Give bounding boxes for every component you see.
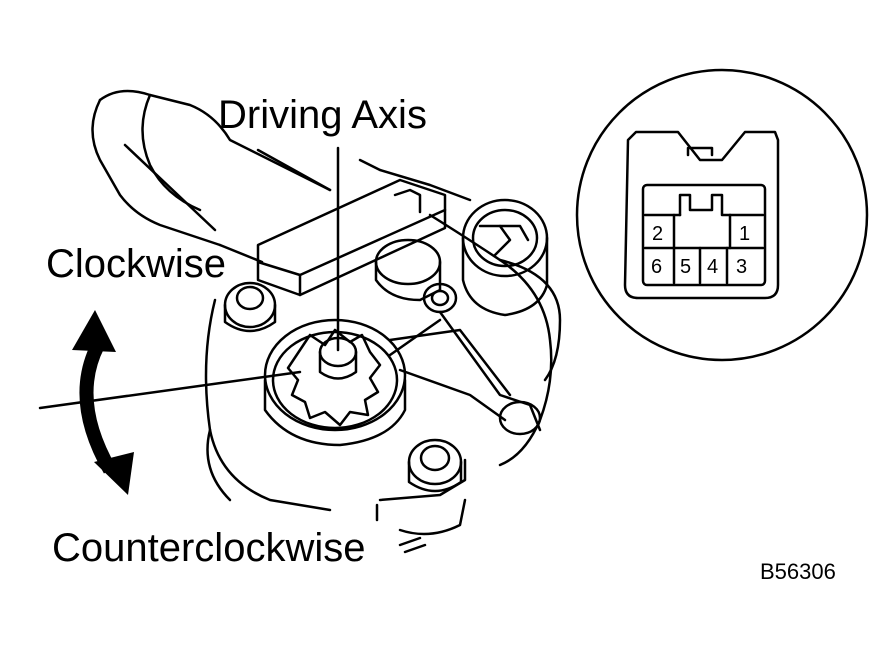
linkage-arm [374,238,542,436]
figure-code: B56306 [760,559,836,584]
hatch-marks [398,536,427,554]
connector-inset [575,68,869,362]
rotation-arrow [72,310,134,495]
pin-label-2: 2 [652,223,663,245]
clockwise-label: Clockwise [46,242,227,286]
connector-pin-labels: 2 1 6 5 4 3 [651,223,750,278]
bolt-bottom [407,438,463,493]
pin-label-1: 1 [739,223,750,245]
motor-body [91,89,332,264]
bolt-top-left [223,281,277,333]
counterclockwise-label: Counterclockwise [52,526,366,570]
pin-label-3: 3 [736,256,747,278]
pin-label-4: 4 [707,256,718,278]
pin-label-6: 6 [651,256,662,278]
driving-axis-label: Driving Axis [218,93,427,137]
pin-label-5: 5 [680,256,691,278]
output-gear [263,318,407,447]
gear-pointer-line [38,370,302,410]
bushing [461,198,549,317]
gear-housing [204,158,562,536]
